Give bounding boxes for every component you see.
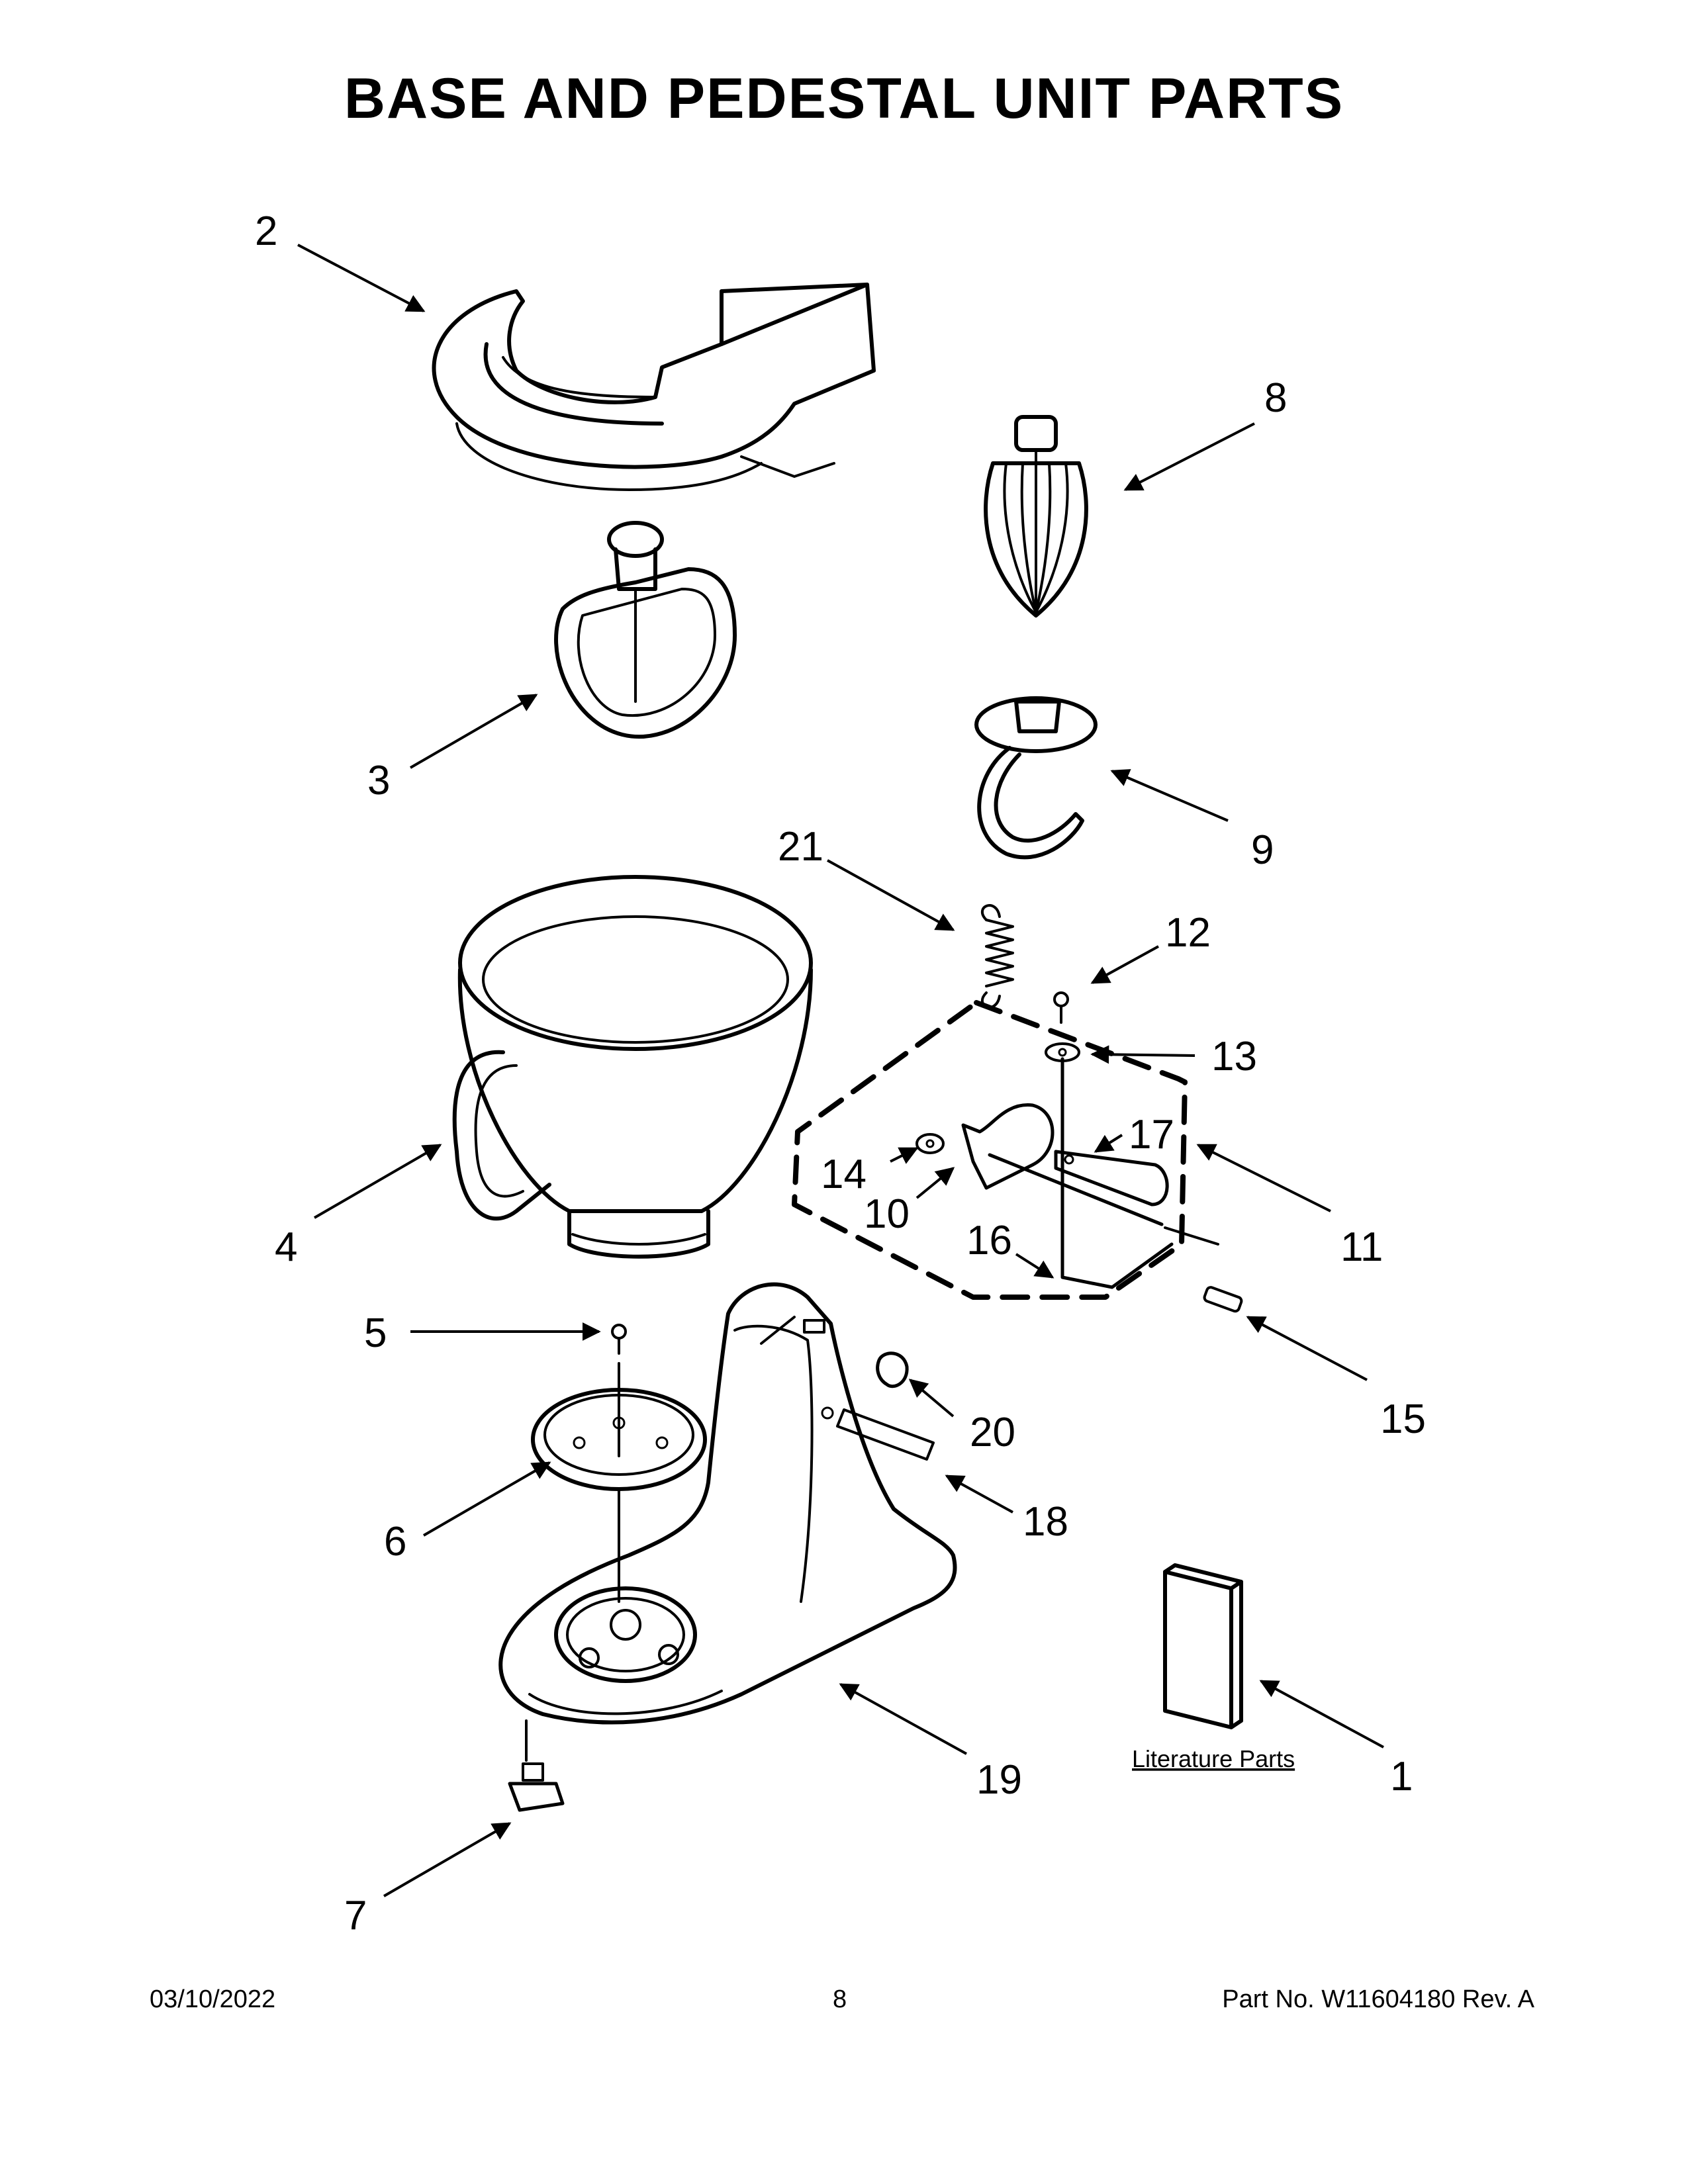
footer-page-number: 8	[833, 1985, 847, 2013]
pin-part-15	[1203, 1286, 1243, 1313]
page-title: BASE AND PEDESTAL UNIT PARTS	[344, 67, 1344, 130]
wire-whip-part	[984, 415, 1088, 617]
leader-19	[839, 1683, 967, 1755]
cap-part-20	[876, 1351, 909, 1388]
callout-7: 7	[344, 1893, 367, 1938]
leader-15	[1246, 1316, 1368, 1381]
callout-3: 3	[367, 758, 390, 803]
flat-beater-part	[554, 521, 737, 739]
leader-14	[890, 1147, 919, 1164]
footer-date: 03/10/2022	[150, 1985, 276, 2013]
spring-part	[980, 904, 1014, 1009]
callout-1: 1	[1390, 1754, 1413, 1799]
callout-14: 14	[821, 1152, 867, 1197]
callout-5: 5	[364, 1310, 387, 1356]
callout-12: 12	[1165, 910, 1211, 956]
leader-8	[1123, 422, 1255, 491]
foot-part	[508, 1762, 565, 1812]
literature-booklet-part	[1163, 1563, 1243, 1729]
callout-2: 2	[255, 208, 277, 254]
callout-4: 4	[275, 1224, 297, 1270]
dough-hook-part	[974, 696, 1098, 860]
literature-parts-label: Literature Parts	[1132, 1745, 1295, 1772]
callout-18: 18	[1023, 1499, 1068, 1545]
leader-18	[945, 1475, 1013, 1514]
callout-16: 16	[966, 1218, 1012, 1263]
callout-19: 19	[976, 1757, 1022, 1803]
footer-part-number: Part No. W11604180 Rev. A	[1222, 1985, 1534, 2013]
callout-21: 21	[778, 824, 823, 870]
leader-13	[1090, 1045, 1196, 1064]
rod-part-16	[1060, 1057, 1174, 1289]
washer-part-14	[915, 1133, 945, 1154]
callout-9: 9	[1251, 827, 1274, 873]
clamp-plate-part	[531, 1388, 707, 1603]
leader-6	[422, 1461, 551, 1537]
hinge-pin-part	[821, 1406, 935, 1461]
leader-21	[827, 859, 955, 931]
callout-8: 8	[1264, 375, 1287, 421]
callout-13: 13	[1211, 1034, 1257, 1079]
pouring-shield-part	[432, 283, 876, 491]
callout-15: 15	[1380, 1396, 1426, 1442]
leader-7	[383, 1822, 512, 1897]
callout-17: 17	[1129, 1112, 1174, 1158]
mixing-bowl-part	[452, 875, 813, 1259]
leader-4	[313, 1144, 442, 1219]
callout-20: 20	[970, 1410, 1015, 1455]
callout-11: 11	[1340, 1224, 1383, 1270]
leader-3	[409, 694, 538, 769]
leader-11	[1196, 1144, 1331, 1212]
callout-10: 10	[864, 1191, 910, 1237]
callout-6: 6	[384, 1519, 406, 1565]
screw-part-12	[1053, 991, 1069, 1024]
screw-part-5	[611, 1324, 627, 1457]
pedestal-base-part	[498, 1282, 957, 1762]
leader-17	[1094, 1134, 1123, 1153]
leader-10	[915, 1167, 955, 1199]
leader-20	[908, 1379, 955, 1418]
lever-part-17	[1054, 1150, 1169, 1206]
leader-12	[1090, 945, 1159, 984]
leader-2	[297, 244, 426, 312]
leader-16	[1015, 1253, 1055, 1279]
leader-1	[1259, 1680, 1384, 1749]
leader-9	[1110, 769, 1229, 822]
bowl-lift-assembly-outline	[792, 1000, 1188, 1300]
bracket-part-10	[961, 1103, 1219, 1246]
